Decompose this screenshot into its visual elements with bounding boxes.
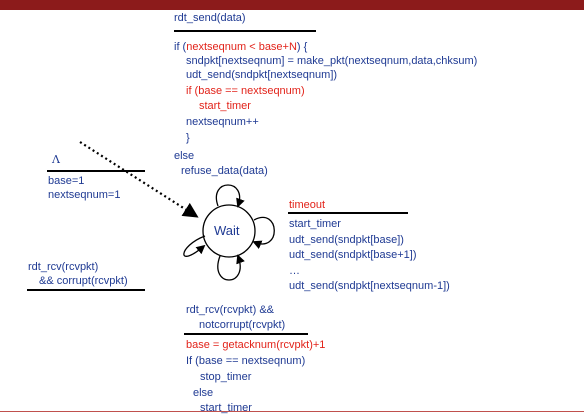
timeout-send-base: udt_send(sndpkt[base]) <box>289 234 404 246</box>
send-line-start-timer: start_timer <box>199 100 251 112</box>
bottom-line <box>0 411 584 412</box>
timeout-trigger: timeout <box>289 199 326 211</box>
init-arrow <box>79 141 199 218</box>
corrupt-trigger-2: && corrupt(rcvpkt) <box>39 275 128 287</box>
corrupt-trigger-1: rdt_rcv(rcvpkt) <box>28 261 99 273</box>
send-divider <box>174 30 316 32</box>
ack-divider <box>184 333 308 335</box>
self-loop-ack <box>217 254 245 281</box>
ack-trigger-1: rdt_rcv(rcvpkt) && <box>186 304 275 316</box>
ack-else: else <box>193 387 214 399</box>
timeout-send-last: udt_send(sndpkt[nextseqnum-1]) <box>289 280 450 292</box>
wait-state-label: Wait <box>214 223 240 238</box>
send-trigger: rdt_send(data) <box>174 12 246 24</box>
corrupt-divider <box>27 289 145 291</box>
send-line-refuse: refuse_data(data) <box>181 165 268 177</box>
self-loop-send <box>215 184 245 208</box>
init-divider <box>47 170 145 172</box>
self-loop-corrupt <box>183 235 206 257</box>
send-line-make-pkt: sndpkt[nextseqnum] = make_pkt(nextseqnum… <box>186 55 478 67</box>
self-loop-timeout <box>252 216 275 250</box>
send-line-if: if (nextseqnum < base+N) { <box>174 41 308 53</box>
init-nextseqnum: nextseqnum=1 <box>48 189 121 201</box>
send-line-udt-send: udt_send(sndpkt[nextseqnum]) <box>186 69 338 81</box>
timeout-start-timer: start_timer <box>289 218 341 230</box>
send-line-close-brace: } <box>186 132 190 144</box>
ack-base-update: base = getacknum(rcvpkt)+1 <box>186 339 326 351</box>
timeout-ellipsis: … <box>289 265 300 277</box>
top-bar <box>0 0 584 10</box>
send-line-if-base: if (base == nextseqnum) <box>186 85 305 97</box>
send-line-else: else <box>174 150 195 162</box>
wait-state <box>202 204 256 258</box>
init-lambda: Λ <box>52 153 60 166</box>
timeout-send-base-plus-one: udt_send(sndpkt[base+1]) <box>289 249 417 261</box>
timeout-divider <box>288 212 408 214</box>
ack-trigger-2: notcorrupt(rcvpkt) <box>199 319 286 331</box>
ack-stop-timer: stop_timer <box>200 371 252 383</box>
ack-if-base: If (base == nextseqnum) <box>186 355 306 367</box>
init-base: base=1 <box>48 175 85 187</box>
send-line-increment: nextseqnum++ <box>186 116 259 128</box>
